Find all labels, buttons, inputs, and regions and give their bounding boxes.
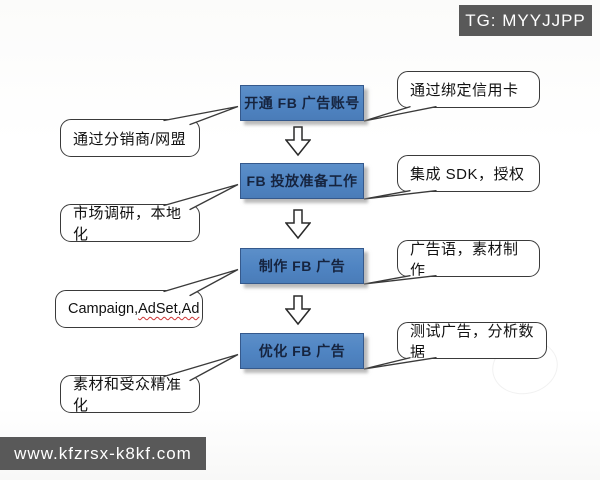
flow-step-label: 制作 FB 广告: [258, 258, 346, 274]
note-text: 测试广告，分析数据: [410, 322, 535, 361]
note-text-spellchecked: AdSet,Ad: [138, 301, 200, 317]
telegram-badge: TG: MYYJJPP: [459, 5, 592, 36]
flow-step-create-ads: 制作 FB 广告: [240, 248, 364, 284]
tail-right-1: [363, 106, 437, 122]
note-credit-card: 通过绑定信用卡: [397, 71, 540, 108]
down-arrow-1: [285, 126, 311, 157]
note-copy-materials: 广告语，素材制作: [397, 240, 540, 279]
down-arrow-3: [285, 295, 311, 326]
note-sdk-auth: 集成 SDK，授权: [397, 155, 540, 192]
note-text: 通过分销商/网盟: [73, 130, 187, 148]
note-text: 市场调研，本地化: [73, 205, 182, 243]
note-campaign-structure: Campaign,AdSet,Ad: [55, 290, 203, 328]
note-test-analyze: 测试广告，分析数据: [397, 322, 547, 361]
note-text: 通过绑定信用卡: [410, 82, 519, 99]
note-text: 广告语，素材制作: [410, 240, 519, 279]
flow-step-label: 开通 FB 广告账号: [244, 95, 360, 111]
flow-step-optimize-ads: 优化 FB 广告: [240, 333, 364, 369]
flow-step-open-account: 开通 FB 广告账号: [240, 85, 364, 121]
flow-step-preparation: FB 投放准备工作: [240, 163, 364, 199]
note-audience-precision: 素材和受众精准化: [60, 375, 200, 414]
note-market-research: 市场调研，本地化: [60, 204, 200, 243]
website-url: www.kfzrsx-k8kf.com: [14, 443, 192, 463]
note-text-plain: Campaign,: [68, 301, 139, 317]
telegram-handle: TG: MYYJJPP: [465, 10, 586, 30]
note-text: 素材和受众精准化: [73, 376, 182, 414]
flow-step-label: 优化 FB 广告: [258, 343, 346, 359]
website-url-bar: www.kfzrsx-k8kf.com: [0, 437, 206, 470]
flow-step-label: FB 投放准备工作: [246, 173, 358, 189]
note-distributor: 通过分销商/网盟: [60, 119, 200, 157]
note-text: 集成 SDK，授权: [410, 166, 525, 183]
down-arrow-2: [285, 209, 311, 240]
